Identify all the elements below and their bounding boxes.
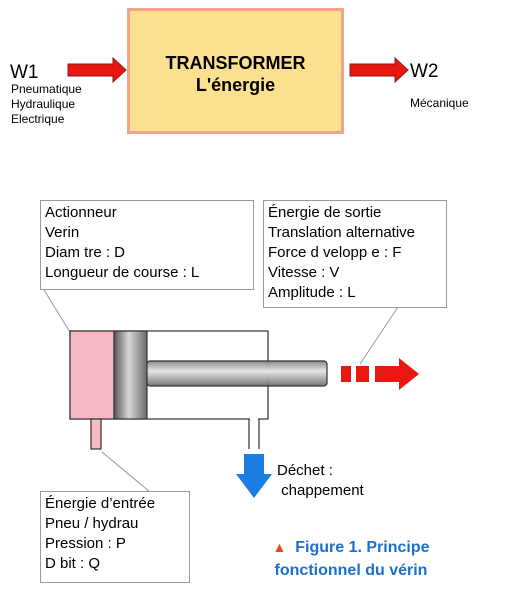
input-callout-line: Pression : P xyxy=(45,535,126,552)
input-source-electrique: Electrique xyxy=(11,112,65,126)
output-callout-line: Amplitude : L xyxy=(268,284,356,301)
caption-line2: fonctionnel du vérin xyxy=(274,562,428,579)
exhaust-label-line1: Déchet : xyxy=(277,462,333,479)
exhaust-label: Déchet : chappement xyxy=(277,461,364,501)
actuator-callout-line: Longueur de course : L xyxy=(45,264,200,281)
w1-label: W1 xyxy=(10,62,39,83)
input-energy-callout: Énergie d’entrée Pneu / hydrau Pression … xyxy=(40,491,190,583)
input-callout-line: Pneu / hydrau xyxy=(45,515,139,532)
output-arrow xyxy=(349,56,409,84)
actuator-callout-line: Diam tre : D xyxy=(45,244,126,261)
actuator-callout-line: Verin xyxy=(45,224,80,241)
transformer-box: TRANSFORMER L'énergie xyxy=(127,8,344,134)
piston-rod xyxy=(146,360,328,387)
piston-head xyxy=(113,330,148,420)
motion-dash-2 xyxy=(356,366,369,382)
input-callout-line: D bit : Q xyxy=(45,555,101,572)
inlet-port xyxy=(90,418,102,450)
motion-dash-1 xyxy=(341,366,351,382)
output-callout-line: Vitesse : V xyxy=(268,264,340,281)
output-callout-line: Translation alternative xyxy=(268,224,416,241)
exhaust-arrow xyxy=(236,454,272,498)
actuator-leader-line xyxy=(43,289,71,333)
figure-caption: ▲ Figure 1. Principe fonctionnel du véri… xyxy=(252,536,450,582)
caption-line1: Figure 1. Principe xyxy=(295,539,430,556)
transformer-subtitle: L'énergie xyxy=(195,75,276,95)
input-arrow xyxy=(67,56,127,84)
motion-arrow-head xyxy=(375,358,419,390)
input-leader-line xyxy=(101,451,151,493)
output-callout-line: Énergie de sortie xyxy=(268,204,382,221)
output-callout-line: Force d velopp e : F xyxy=(268,244,402,261)
input-callout-line: Énergie d’entrée xyxy=(45,495,156,512)
actuator-callout-line: Actionneur xyxy=(45,204,117,221)
w2-label: W2 xyxy=(410,61,439,82)
input-source-pneumatique: Pneumatique xyxy=(11,82,82,96)
actuator-callout: Actionneur Verin Diam tre : D Longueur d… xyxy=(40,200,254,290)
output-type-label: Mécanique xyxy=(410,96,469,110)
input-source-list: Pneumatique Hydraulique Electrique xyxy=(11,82,82,127)
pressure-chamber xyxy=(69,330,115,420)
caption-triangle-icon: ▲ xyxy=(272,539,287,555)
input-source-hydraulique: Hydraulique xyxy=(11,97,76,111)
output-energy-callout: Énergie de sortie Translation alternativ… xyxy=(263,200,447,308)
transformer-title: TRANSFORMER xyxy=(165,53,306,73)
exhaust-label-line2: chappement xyxy=(277,482,364,499)
output-leader-line xyxy=(359,306,399,365)
